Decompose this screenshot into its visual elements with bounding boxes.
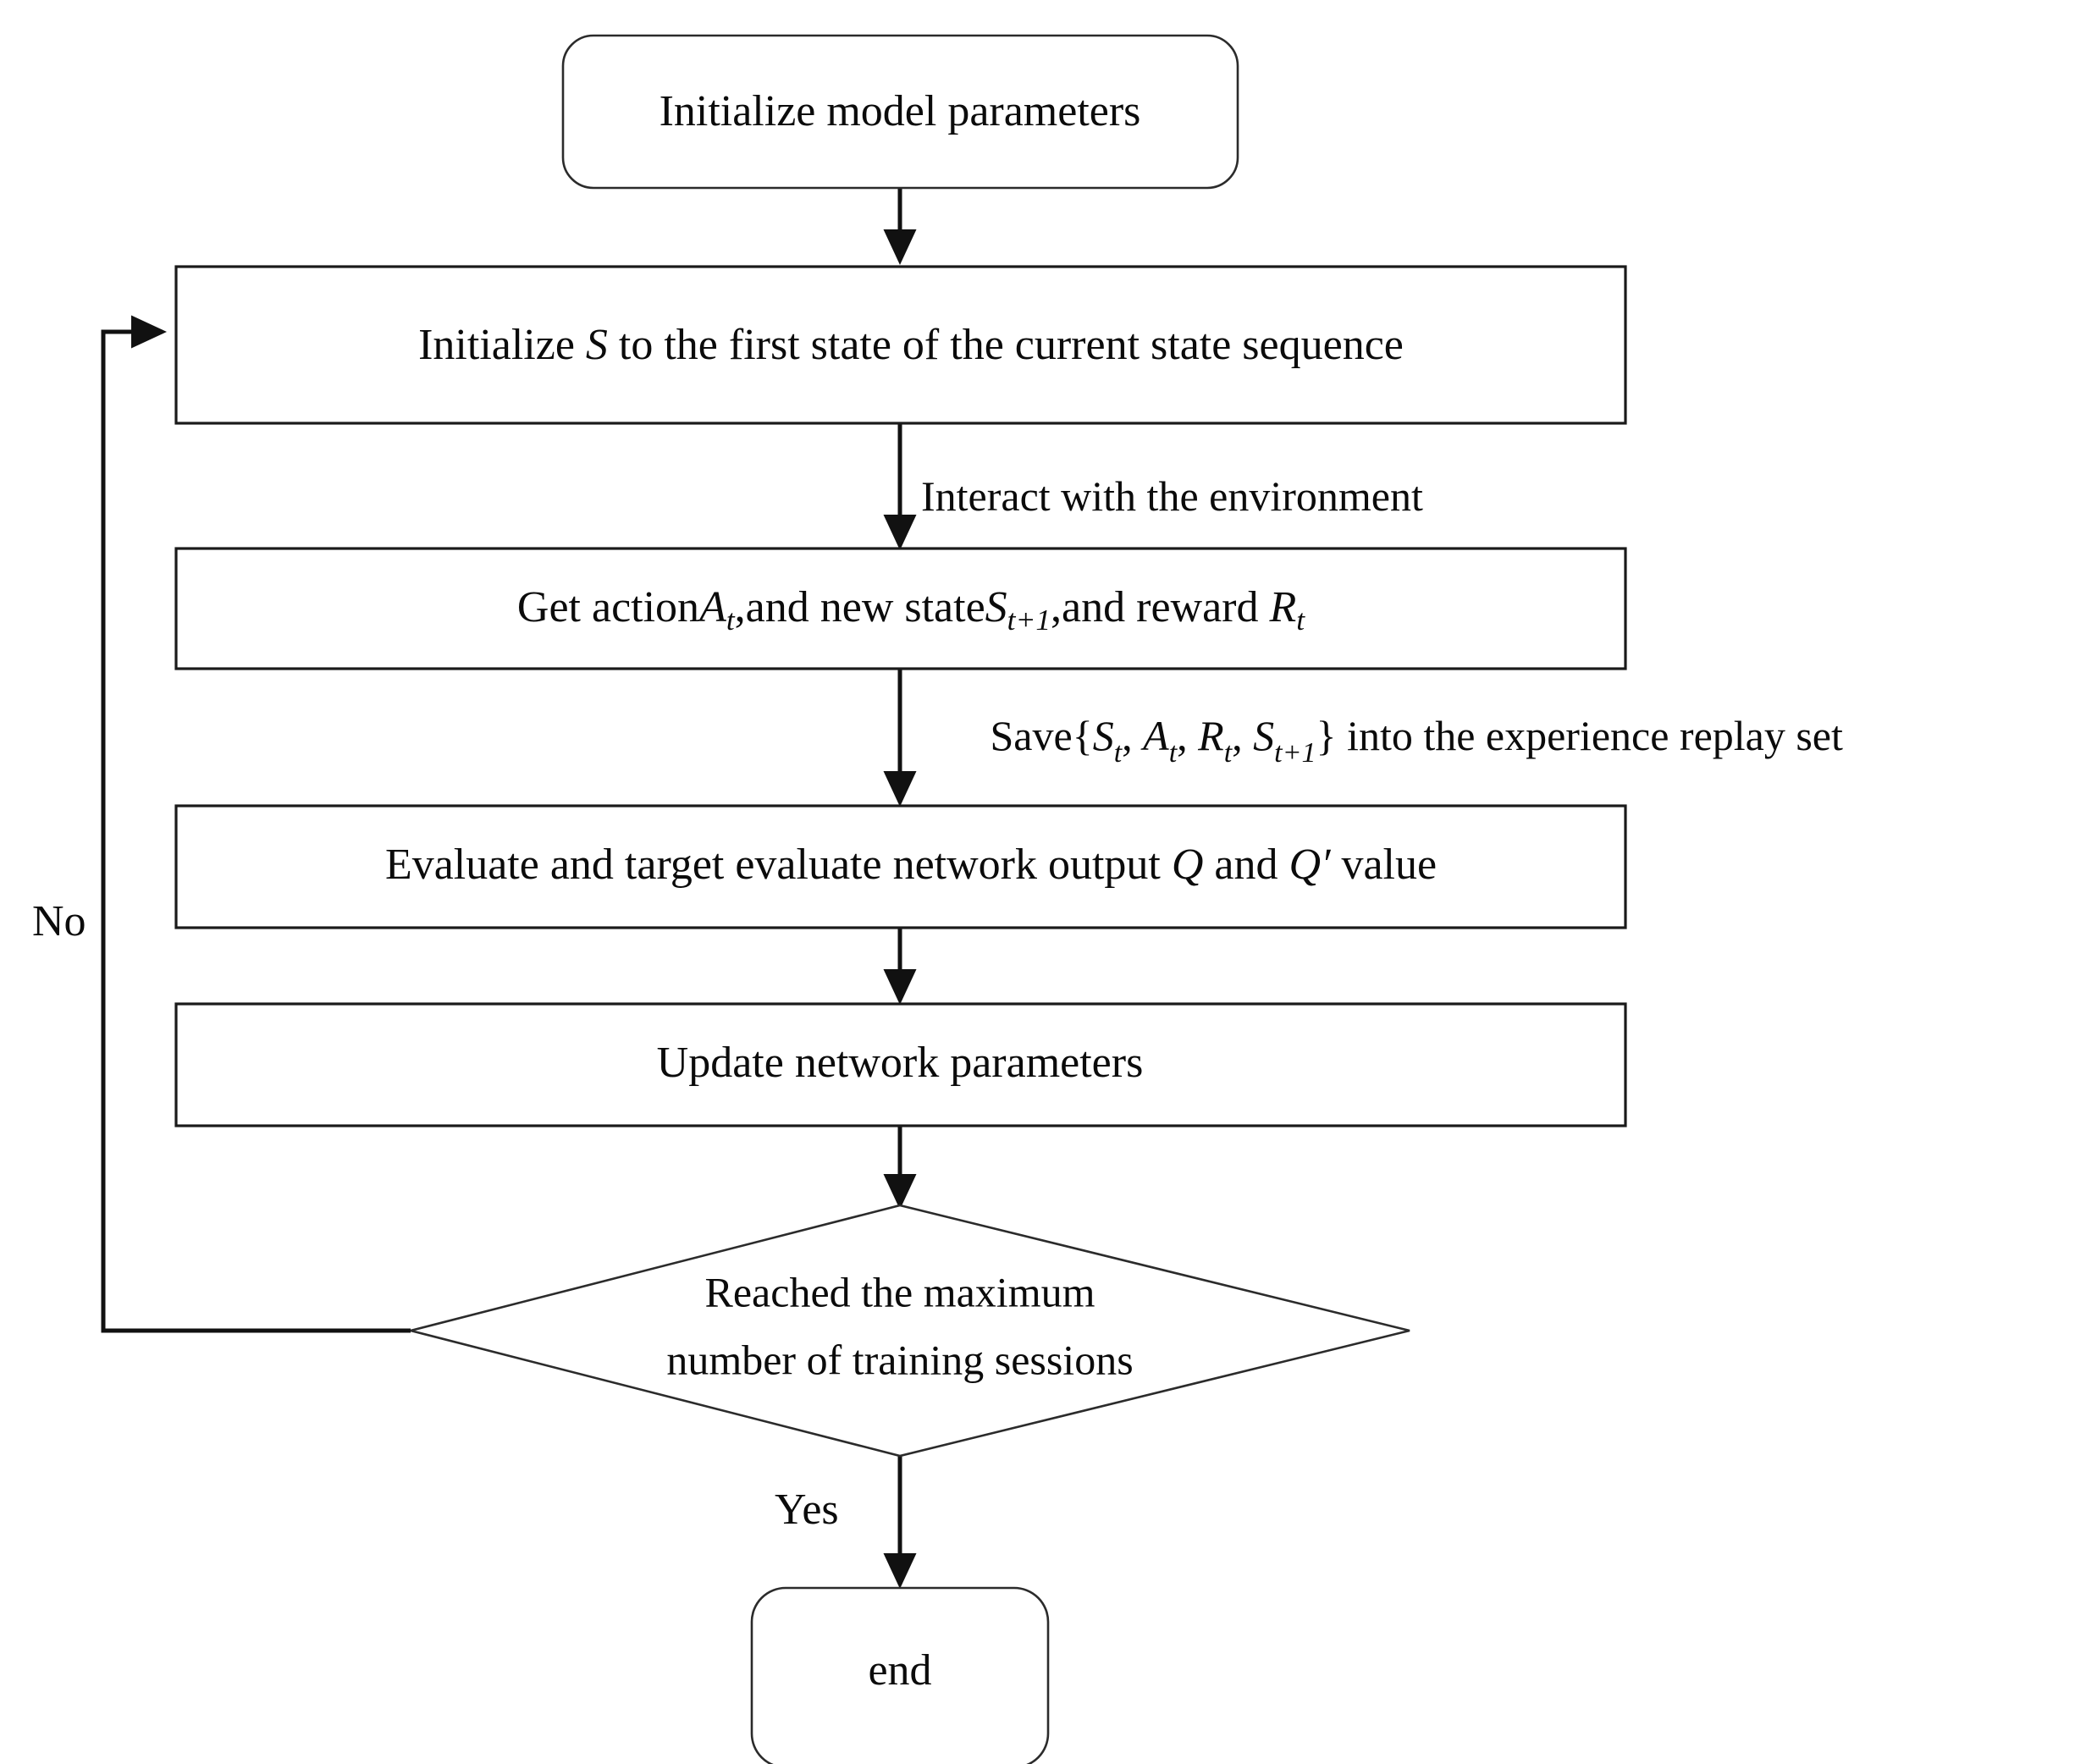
get-action-p5: t+1 (1007, 603, 1051, 637)
init-state-suffix: to the first state of the current state … (608, 321, 1404, 369)
save-p2: t (1114, 737, 1123, 769)
node-end-label: end (868, 1646, 931, 1695)
get-action-p0: Get action (517, 583, 699, 631)
get-action-p3: ,and new state (735, 583, 985, 631)
node-start-label: Initialize model parameters (659, 87, 1141, 135)
edge-label-interact-with-environment: Interact with the environment (921, 472, 1423, 520)
edge-label-no: No (32, 897, 86, 945)
evaluate-p4: value (1330, 841, 1437, 889)
node-get-action-label: Get actionAt,and new stateSt+1,and rewar… (440, 583, 1360, 643)
save-p3: , (1122, 712, 1143, 759)
evaluate-p1: Q (1172, 841, 1204, 889)
node-evaluate-shape[interactable] (174, 804, 1627, 929)
node-start-shape[interactable] (561, 34, 1239, 190)
node-update-shape[interactable] (174, 1002, 1627, 1127)
node-init-state-shape[interactable] (174, 265, 1627, 425)
node-end-shape[interactable] (750, 1586, 1050, 1764)
get-action-p8: t (1296, 603, 1305, 637)
save-p8: t (1224, 737, 1233, 769)
save-p0: Save{ (991, 712, 1093, 759)
get-action-p4: S (985, 583, 1007, 631)
node-evaluate-label: Evaluate and target evaluate network out… (308, 841, 1492, 889)
save-p1: S (1093, 712, 1114, 759)
node-update-label: Update network parameters (657, 1039, 1144, 1087)
save-p6: , (1177, 712, 1198, 759)
get-action-p2: t (726, 603, 736, 637)
edge-decision-no-loop (101, 315, 411, 1333)
evaluate-p2: and (1203, 841, 1289, 889)
node-decision-label-line1: Reached the maximum (705, 1268, 1095, 1315)
init-state-prefix: Initialize (418, 321, 586, 369)
save-p9: , (1232, 712, 1253, 759)
node-decision-shape[interactable] (410, 1204, 1410, 1458)
init-state-symbol: S (586, 321, 608, 369)
node-decision-label-line2: number of training sessions (666, 1336, 1133, 1383)
evaluate-p0: Evaluate and target evaluate network out… (385, 841, 1172, 889)
save-p7: R (1197, 712, 1224, 759)
evaluate-p3: Q′ (1289, 841, 1333, 889)
node-init-state-label: Initialize S to the first state of the c… (341, 321, 1459, 369)
save-p10: S (1253, 712, 1274, 759)
edge-label-yes: Yes (775, 1486, 839, 1534)
get-action-p6: ,and reward (1051, 583, 1269, 631)
edge-label-save-to-replay: Save{St, At, Rt, St+1} into the experien… (916, 712, 1896, 769)
get-action-p7: R (1268, 583, 1296, 631)
node-get-action-shape[interactable] (174, 547, 1627, 670)
get-action-p1: A (697, 583, 726, 631)
save-p12: } into the experience replay set (1316, 712, 1843, 759)
save-p11: t+1 (1274, 737, 1316, 769)
save-p5: t (1169, 737, 1178, 769)
save-p4: A (1140, 712, 1169, 759)
